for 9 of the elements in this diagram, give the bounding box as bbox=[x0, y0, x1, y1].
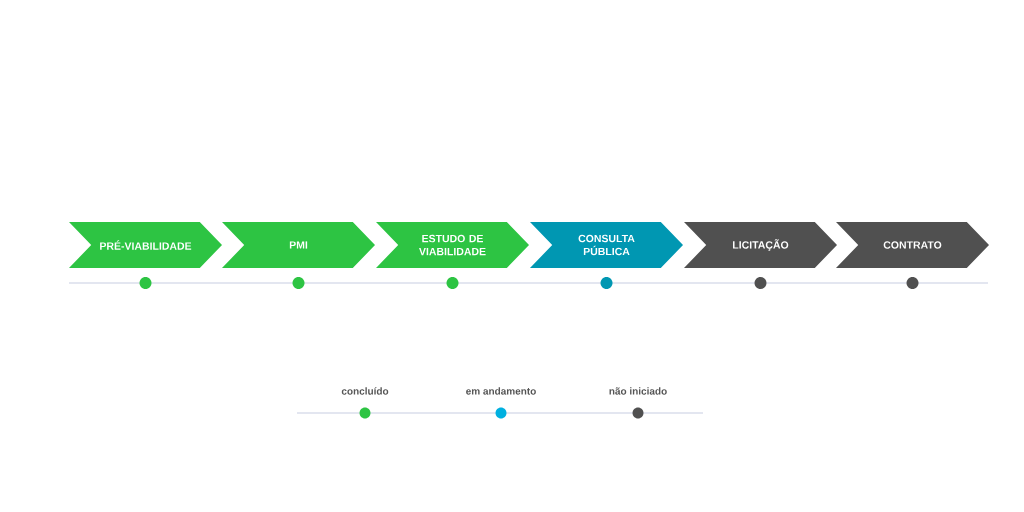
chevron-step: CONTRATO bbox=[836, 222, 989, 268]
legend-label: concluído bbox=[341, 387, 389, 395]
chevron-step: CONSULTA PÚBLICA bbox=[530, 222, 683, 268]
legend-label: em andamento bbox=[466, 387, 536, 395]
chevron-step: LICITAÇÃO bbox=[684, 222, 837, 268]
chevron-step: ESTUDO DE VIABILIDADE bbox=[376, 222, 529, 268]
legend-label: não iniciado bbox=[609, 387, 667, 395]
chevron-step: PRÉ-VIABILIDADE bbox=[69, 222, 222, 268]
chevron-step: PMI bbox=[222, 222, 375, 268]
